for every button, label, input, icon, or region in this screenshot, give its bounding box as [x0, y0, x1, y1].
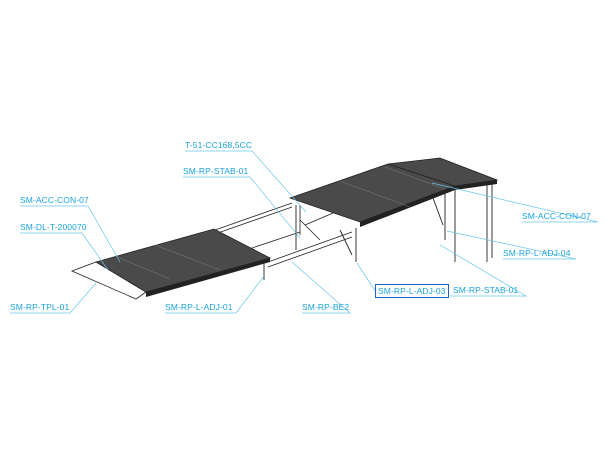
left-platform: [70, 228, 272, 300]
callout-stab-right: SM-RP-STAB-01: [453, 285, 519, 295]
right-platform: [288, 157, 499, 227]
callout-acc-con-left: SM-ACC-CON-07: [20, 195, 89, 205]
callout-t51: T-51-CC168,5CC: [185, 140, 253, 150]
callout-dl-t: SM-DL-T-200070: [20, 222, 87, 232]
callout-l-adj-04: SM-RP-L-ADJ-04: [503, 248, 571, 258]
callout-acc-con-right: SM-ACC-CON-07: [522, 211, 591, 221]
leader-lines: [10, 150, 599, 314]
callout-tpl: SM-RP-TPL-01: [10, 302, 70, 312]
callout-l-adj-01: SM-RP-L-ADJ-01: [165, 302, 233, 312]
callout-l-adj-03-highlighted[interactable]: SM-RP-L-ADJ-03: [375, 284, 449, 298]
legs: [263, 183, 493, 280]
callout-be2: SM-RP-BE2: [302, 302, 350, 312]
callout-stab-top: SM-RP-STAB-01: [183, 166, 249, 176]
